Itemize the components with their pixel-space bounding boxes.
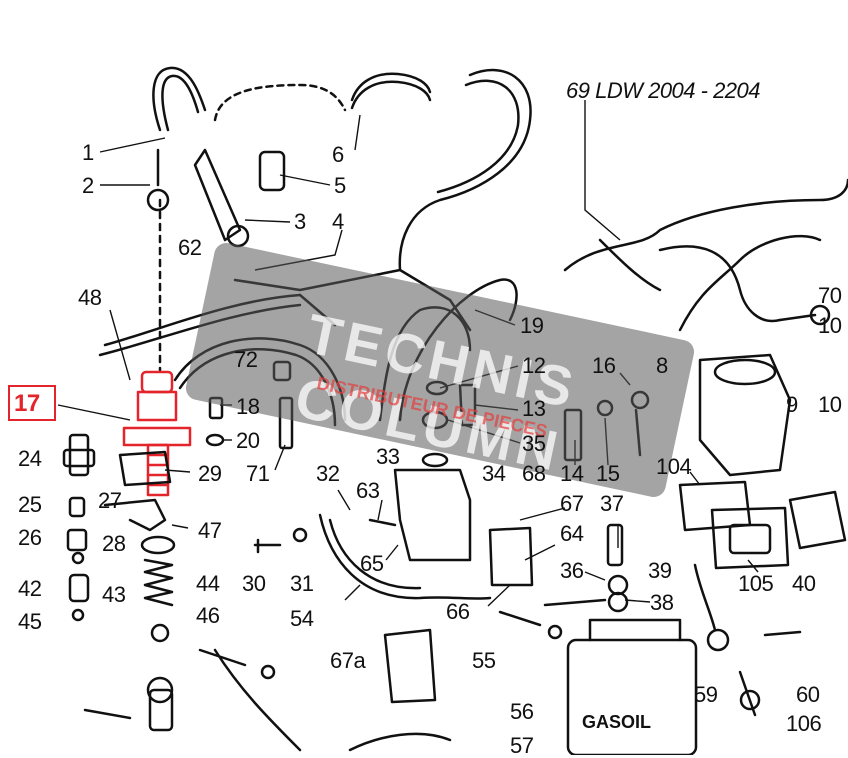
part-label-106[interactable]: 106 — [786, 711, 822, 736]
part-label-14[interactable]: 14 — [560, 461, 584, 486]
part-label-28[interactable]: 28 — [102, 531, 126, 556]
part-label-37[interactable]: 37 — [600, 491, 624, 516]
part-label-54[interactable]: 54 — [290, 606, 314, 631]
part-label-70[interactable]: 70 — [818, 283, 842, 308]
part-label-57[interactable]: 57 — [510, 733, 534, 758]
part-label-68[interactable]: 68 — [522, 461, 546, 486]
injection-manifold-69 — [563, 178, 848, 272]
part-label-26[interactable]: 26 — [18, 525, 42, 550]
part-label-48[interactable]: 48 — [78, 285, 102, 310]
part-label-20[interactable]: 20 — [236, 428, 260, 453]
lift-pump-33 — [393, 468, 472, 562]
part-label-60[interactable]: 60 — [796, 682, 820, 707]
part-label-64[interactable]: 64 — [560, 521, 584, 546]
injection-pump-17 — [122, 370, 192, 497]
highlight-box[interactable] — [8, 385, 56, 421]
part-label-17[interactable]: 17 — [14, 390, 40, 417]
part-label-71[interactable]: 71 — [246, 461, 270, 486]
part-label-45[interactable]: 45 — [18, 609, 42, 634]
part-label-47[interactable]: 47 — [198, 518, 222, 543]
part-label-65[interactable]: 65 — [360, 551, 384, 576]
part-label-72[interactable]: 72 — [234, 347, 258, 372]
part-label-24[interactable]: 24 — [18, 446, 42, 471]
part-label-42[interactable]: 42 — [18, 576, 42, 601]
part-label-56[interactable]: 56 — [510, 699, 534, 724]
part-label-1[interactable]: 1 — [82, 140, 94, 165]
part-label-44[interactable]: 44 — [196, 571, 220, 596]
part-label-19[interactable]: 19 — [520, 313, 544, 338]
part-label-10b[interactable]: 10 — [818, 392, 842, 417]
part-label-32[interactable]: 32 — [316, 461, 340, 486]
tank-label: GASOIL — [582, 712, 651, 732]
part-label-13[interactable]: 13 — [522, 396, 546, 421]
part-label-66[interactable]: 66 — [446, 599, 470, 624]
hose-6 — [350, 80, 432, 110]
part-label-9[interactable]: 9 — [786, 392, 798, 417]
part-label-4[interactable]: 4 — [332, 209, 344, 234]
part-label-6[interactable]: 6 — [332, 142, 344, 167]
part-label-62[interactable]: 62 — [178, 235, 202, 260]
part-label-43[interactable]: 43 — [102, 582, 126, 607]
part-label-104[interactable]: 104 — [656, 454, 692, 479]
part-label-16[interactable]: 16 — [592, 353, 616, 378]
bushing-5 — [258, 150, 286, 192]
part-label-39[interactable]: 39 — [648, 558, 672, 583]
part-label-31[interactable]: 31 — [290, 571, 314, 596]
part-label-2[interactable]: 2 — [82, 173, 94, 198]
part-label-30[interactable]: 30 — [242, 571, 266, 596]
model-label: 69 LDW 2004 - 2204 — [566, 78, 761, 103]
part-label-67[interactable]: 67 — [560, 491, 584, 516]
injector-body — [193, 148, 242, 242]
part-label-63[interactable]: 63 — [356, 478, 380, 503]
part-label-25[interactable]: 25 — [18, 492, 42, 517]
part-label-27[interactable]: 27 — [98, 488, 122, 513]
spring-44 — [143, 558, 174, 607]
part-label-34[interactable]: 34 — [482, 461, 506, 486]
part-label-46[interactable]: 46 — [196, 603, 220, 628]
injector-pipe — [152, 66, 207, 132]
part-label-55[interactable]: 55 — [472, 648, 496, 673]
part-label-10a[interactable]: 10 — [818, 313, 842, 338]
part-label-36[interactable]: 36 — [560, 558, 584, 583]
part-label-59[interactable]: 59 — [694, 682, 718, 707]
part-label-35[interactable]: 35 — [522, 431, 546, 456]
part-label-105[interactable]: 105 — [738, 571, 774, 596]
part-label-15[interactable]: 15 — [596, 461, 620, 486]
part-label-38[interactable]: 38 — [650, 590, 674, 615]
part-label-8[interactable]: 8 — [656, 353, 668, 378]
part-label-12[interactable]: 12 — [522, 353, 546, 378]
part-label-33[interactable]: 33 — [376, 444, 400, 469]
part-label-18[interactable]: 18 — [236, 394, 260, 419]
fuel-tank — [566, 638, 698, 755]
return-pipe — [398, 68, 532, 272]
part-label-3[interactable]: 3 — [294, 209, 306, 234]
dashed-return-pipe — [213, 83, 347, 122]
part-label-5[interactable]: 5 — [334, 173, 346, 198]
part-label-29[interactable]: 29 — [198, 461, 222, 486]
part-label-67a[interactable]: 67a — [330, 648, 366, 673]
part-label-40[interactable]: 40 — [792, 571, 816, 596]
